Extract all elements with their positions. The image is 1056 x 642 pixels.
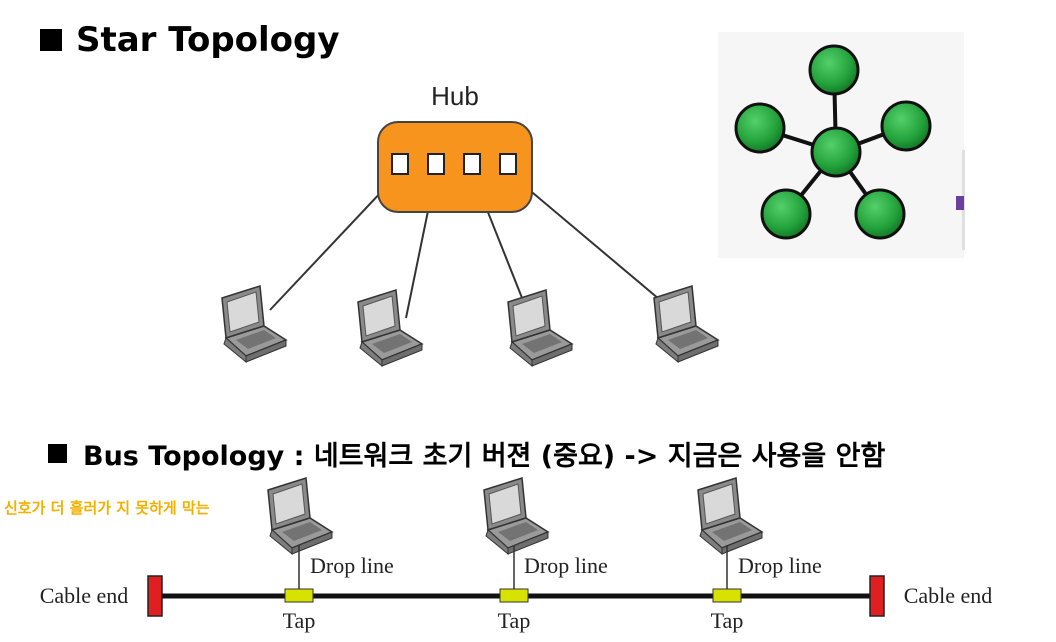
cable-end-terminator <box>869 575 885 617</box>
hub-port-icon <box>391 153 517 175</box>
star-topology-heading: Star Topology <box>40 20 340 60</box>
outer-node <box>880 100 932 152</box>
bus-tap-3: Drop line Tap <box>697 477 822 633</box>
tap-label: Tap <box>711 608 744 633</box>
outer-node <box>760 188 812 240</box>
laptop-icon <box>653 285 719 363</box>
center-node <box>810 126 862 178</box>
laptop-icon <box>507 289 573 367</box>
laptop-icon <box>221 285 287 363</box>
bus-topology-title: Bus Topology : 네트워크 초기 버젼 (중요) -> 지금은 사용… <box>83 441 886 472</box>
drop-line-label: Drop line <box>524 553 608 578</box>
laptop-icon <box>483 477 549 555</box>
tap-connector <box>284 588 314 603</box>
tap-connector <box>499 588 529 603</box>
laptop-icon <box>697 477 763 555</box>
hub-diagram: Hub <box>221 81 719 367</box>
bus-diagram: Cable end Cable end Drop line Tap Drop l… <box>40 477 993 633</box>
laptop-icon <box>267 477 333 555</box>
cable-end-label-left: Cable end <box>40 583 129 608</box>
terminator-note: 신호가 더 흘러가 지 못하게 막는 <box>4 499 210 517</box>
cable-end-label-right: Cable end <box>904 583 993 608</box>
star-topology-title: Star Topology <box>76 20 340 60</box>
hub-device <box>377 121 533 213</box>
star-node-graph <box>718 32 965 258</box>
hub-label: Hub <box>431 81 479 111</box>
outer-node <box>734 102 786 154</box>
bus-tap-1: Drop line Tap <box>267 477 394 633</box>
tap-label: Tap <box>283 608 316 633</box>
tap-connector <box>712 588 742 603</box>
cable-end-terminator <box>147 575 163 617</box>
outer-node <box>854 188 906 240</box>
drop-line-label: Drop line <box>738 553 822 578</box>
laptop-icon <box>357 289 423 367</box>
bus-tap-2: Drop line Tap <box>483 477 608 633</box>
tap-label: Tap <box>498 608 531 633</box>
square-bullet-icon <box>48 444 67 463</box>
outer-node <box>808 44 860 96</box>
drop-line-label: Drop line <box>310 553 394 578</box>
bus-topology-heading: Bus Topology : 네트워크 초기 버젼 (중요) -> 지금은 사용… <box>48 434 885 473</box>
square-bullet-icon <box>40 29 62 51</box>
